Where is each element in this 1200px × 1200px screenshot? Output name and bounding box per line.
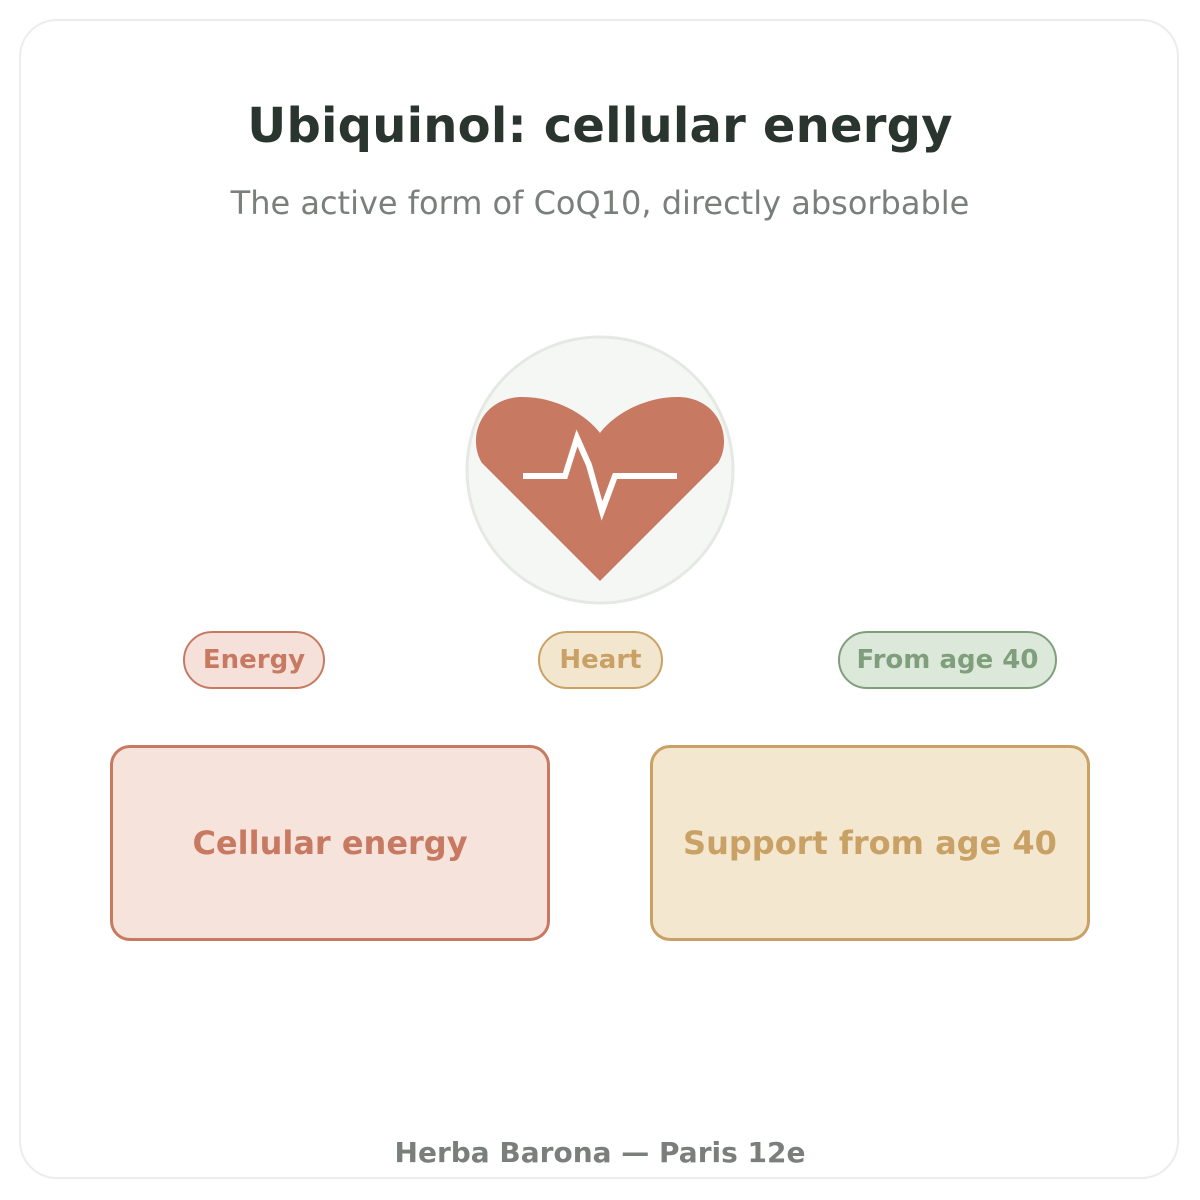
page-title: Ubiquinol: cellular energy <box>247 98 953 154</box>
footer-brand: Herba Barona — Paris 12e <box>394 1136 806 1169</box>
tag-energy: Energy <box>183 631 325 689</box>
tag-heart: Heart <box>538 631 663 689</box>
heart-pulse-icon <box>465 335 735 605</box>
page-subtitle: The active form of CoQ10, directly absor… <box>230 184 970 222</box>
tag-from-age-40: From age 40 <box>838 631 1057 689</box>
benefit-card-support-from-age-40: Support from age 40 <box>650 745 1090 941</box>
benefit-card-cellular-energy: Cellular energy <box>110 745 550 941</box>
